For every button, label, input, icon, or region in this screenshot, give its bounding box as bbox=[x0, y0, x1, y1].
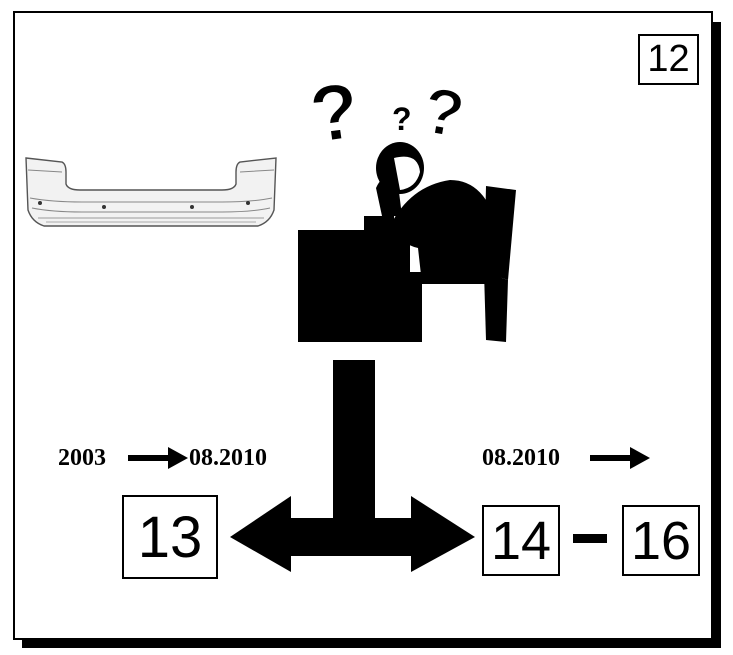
page-number-box: 12 bbox=[638, 34, 699, 85]
rear-bumper-icon bbox=[25, 157, 277, 227]
target-page-left: 13 bbox=[122, 495, 218, 579]
date-range-left-end: 08.2010 bbox=[189, 445, 267, 471]
target-page-right-start: 14 bbox=[482, 505, 560, 576]
question-mark-icon: ? bbox=[392, 101, 412, 137]
split-arrow-icon bbox=[230, 360, 475, 572]
question-mark-icon: ? bbox=[304, 65, 365, 160]
arrow-right-icon bbox=[128, 447, 188, 469]
date-range-left-start: 2003 bbox=[58, 445, 106, 471]
arrow-right-icon bbox=[590, 447, 650, 469]
frame-shadow-right bbox=[713, 22, 721, 648]
frame-shadow-bottom bbox=[22, 640, 721, 648]
confused-person-at-desk-icon: ? ? ? bbox=[298, 64, 516, 342]
date-range-right-start: 08.2010 bbox=[482, 445, 560, 471]
target-page-right-end: 16 bbox=[622, 505, 700, 576]
range-dash bbox=[573, 534, 607, 543]
question-mark-icon: ? bbox=[417, 72, 470, 152]
